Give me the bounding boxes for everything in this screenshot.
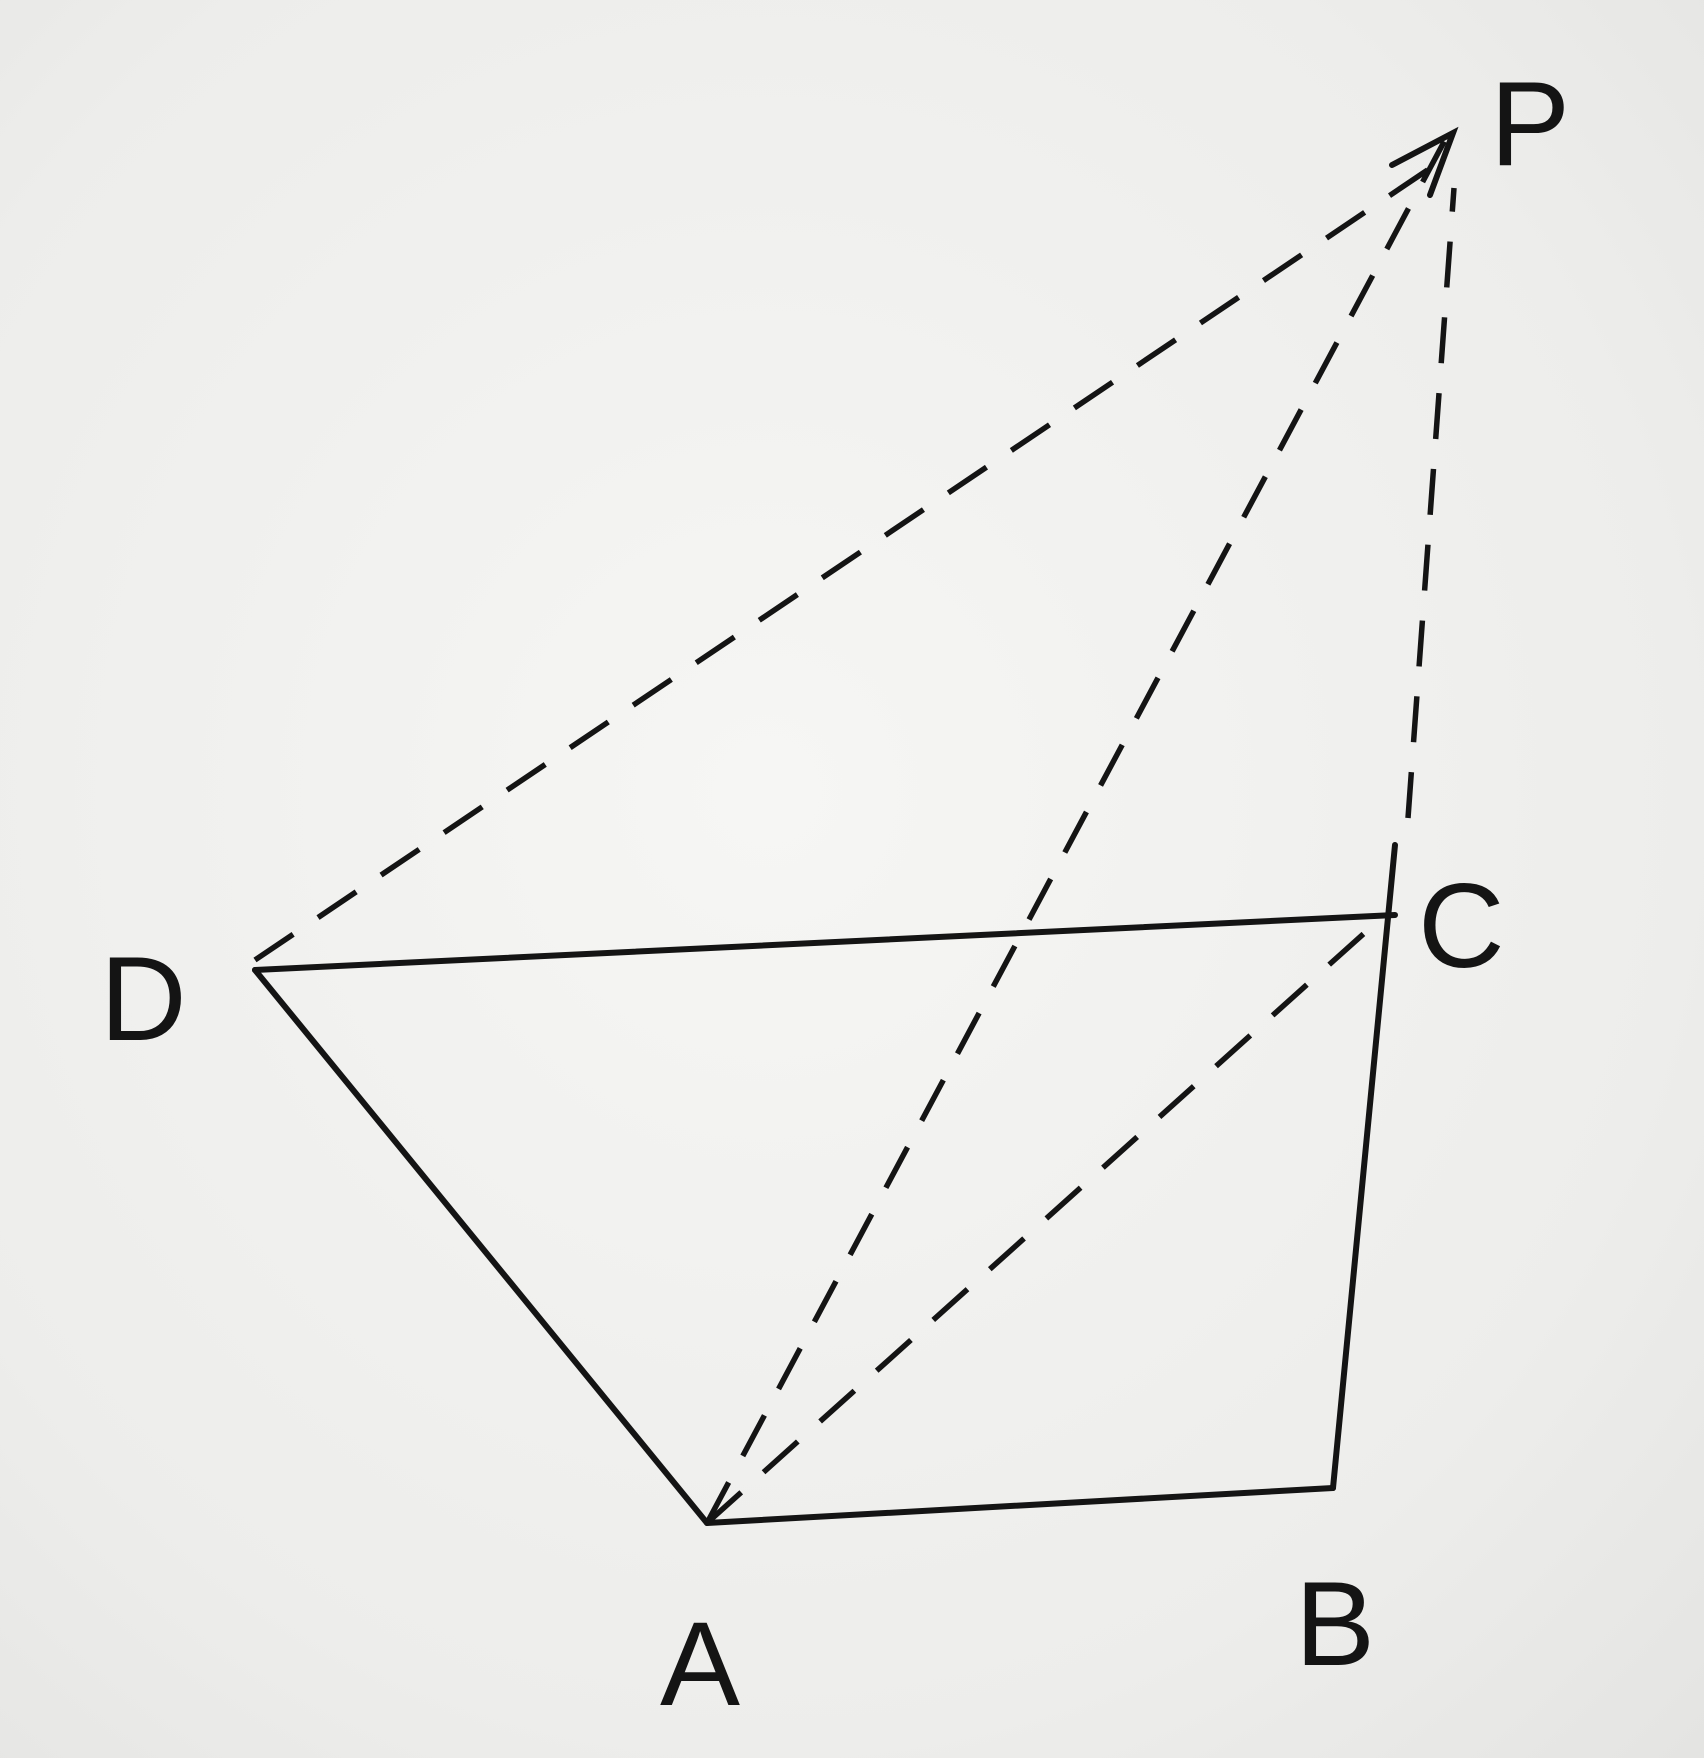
dashed-AC [705, 925, 1372, 1526]
vertex-label-A: A [660, 1597, 740, 1731]
edge-DA [252, 967, 710, 1526]
dashed-DP [253, 162, 1437, 963]
dashed-AP [704, 138, 1448, 1525]
dashed-CP [1405, 187, 1457, 819]
edge-BC [1330, 842, 1398, 1491]
edge-DC [252, 912, 1398, 973]
vertex-label-C: C [1418, 859, 1505, 993]
edge-AB [704, 1485, 1336, 1526]
vertex-label-D: D [100, 932, 187, 1066]
vertex-label-P: P [1490, 57, 1570, 191]
arrowhead-AP [1389, 126, 1459, 198]
vertex-label-B: B [1295, 1557, 1375, 1691]
